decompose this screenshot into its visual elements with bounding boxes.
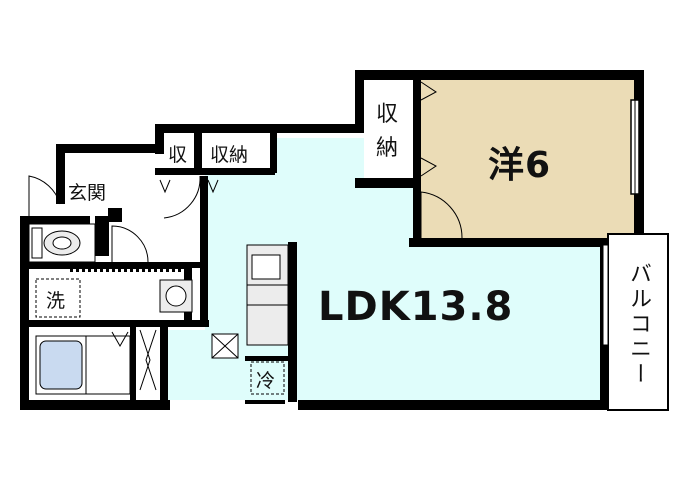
closet-side-label: 収 納: [376, 102, 399, 161]
fridge-space: [250, 361, 285, 395]
bathtub: [35, 335, 131, 395]
pipe-shaft: [211, 333, 239, 359]
western-room-label: 洋6: [488, 145, 552, 186]
western-room-floor: [421, 80, 634, 238]
entrance-door: [28, 175, 61, 216]
closet-small-label: 収: [168, 144, 188, 166]
ldk-label: LDK13.8: [318, 284, 514, 330]
balcony-label: バルコニー: [626, 262, 651, 387]
door-swing: [420, 191, 463, 239]
kitchen-counter: [246, 244, 289, 346]
ldk-floor-lower: [168, 330, 208, 400]
closet-door: [420, 81, 437, 101]
entrance-label: 玄関: [68, 182, 107, 204]
fridge-label: 冷: [256, 370, 276, 392]
closet-top-label: 収納: [210, 144, 249, 166]
walls: [20, 70, 644, 410]
washroom-label: 洗: [46, 290, 66, 312]
toilet-fixture: [28, 223, 96, 263]
